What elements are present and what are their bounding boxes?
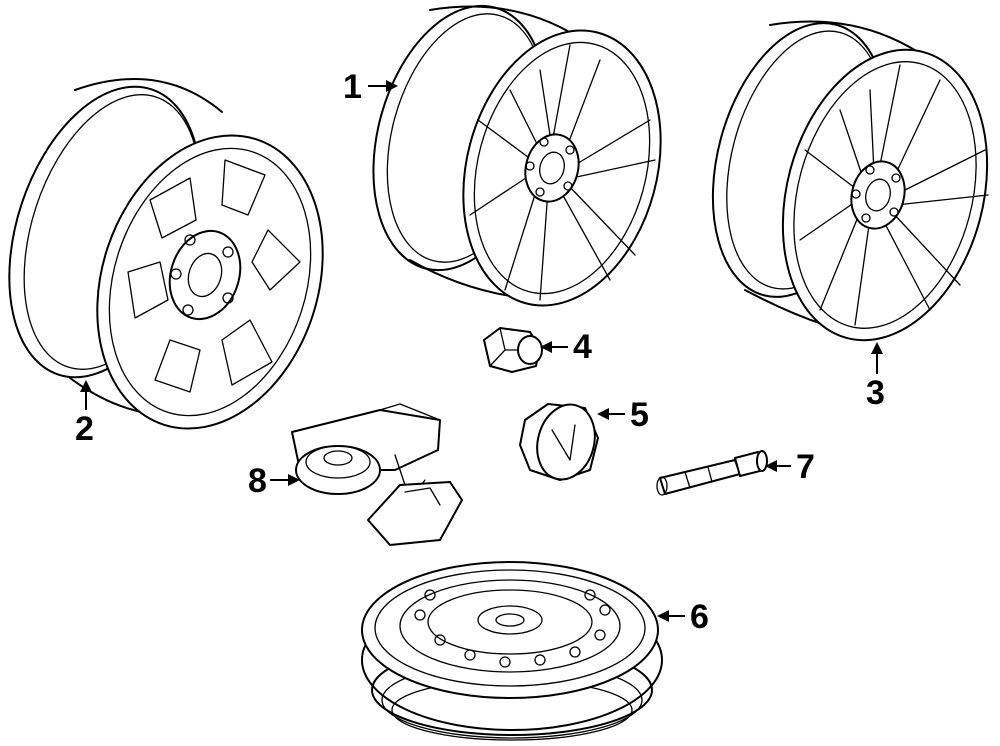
callout-3: 3 — [866, 342, 885, 412]
callout-label-1: 1 — [343, 68, 362, 106]
part-2-alloy-wheel[interactable] — [0, 62, 359, 458]
callout-label-5: 5 — [630, 396, 649, 434]
callout-label-4: 4 — [573, 328, 592, 366]
callout-2: 2 — [75, 380, 94, 448]
callout-4: 4 — [540, 328, 592, 366]
callout-7: 7 — [765, 448, 815, 486]
part-5-center-cap[interactable] — [519, 398, 603, 486]
callout-label-8: 8 — [248, 462, 267, 500]
callout-label-6: 6 — [690, 598, 709, 636]
part-7-valve-stem[interactable] — [656, 450, 768, 496]
callout-8: 8 — [248, 462, 300, 500]
part-6-spare-wheel[interactable] — [361, 561, 663, 741]
callout-6: 6 — [657, 598, 709, 636]
callout-label-3: 3 — [866, 374, 885, 412]
part-3-alloy-wheel[interactable] — [685, 4, 1000, 364]
callout-1: 1 — [343, 68, 398, 106]
part-8-spare-hoist[interactable] — [291, 403, 463, 546]
part-4-lug-nut[interactable] — [483, 327, 543, 373]
callout-label-2: 2 — [75, 410, 94, 448]
part-1-alloy-wheel[interactable] — [346, 0, 690, 328]
callout-label-7: 7 — [796, 448, 815, 486]
callout-5: 5 — [597, 396, 649, 434]
